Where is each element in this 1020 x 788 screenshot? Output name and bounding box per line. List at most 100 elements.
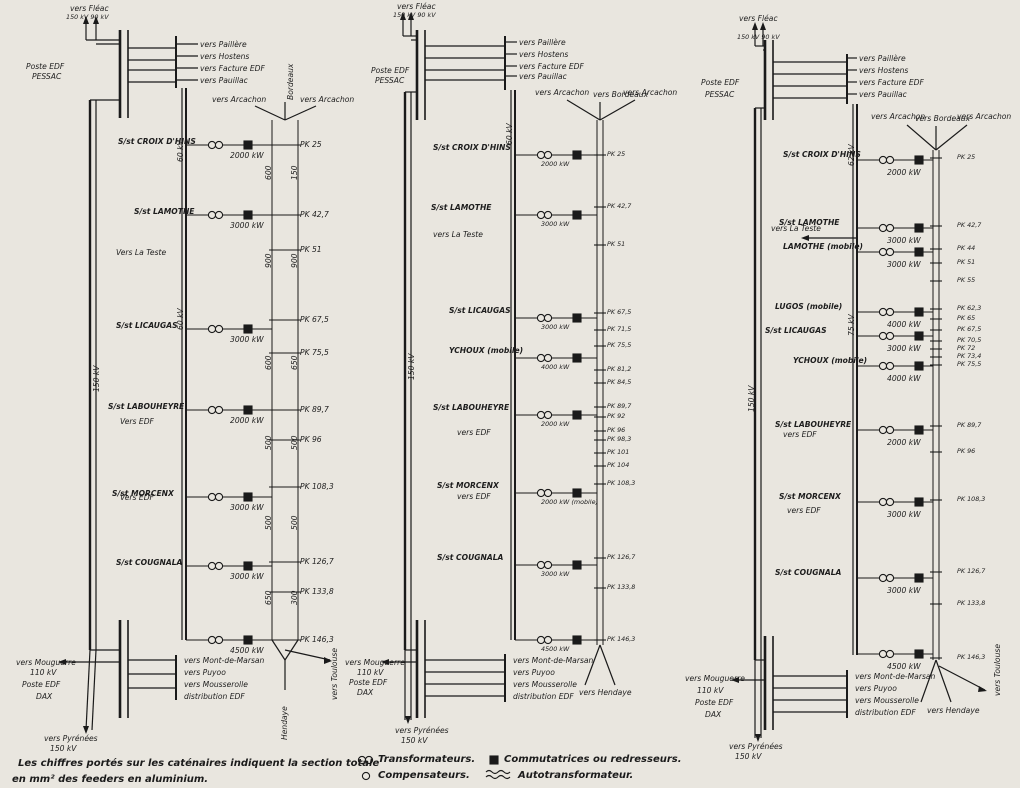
panel1-pk-label: PK 89,7 (300, 405, 329, 414)
panel3-station-name: S/st LABOUHEYRE (775, 420, 852, 429)
panel2-station-power: 3000 kW (541, 220, 570, 228)
vers-mont-label: vers Mont-de-Marsan (184, 656, 265, 665)
panel3-station-name: YCHOUX (mobile) (793, 356, 868, 365)
panel3-pk-label: PK 72 (957, 344, 976, 352)
panel3-station-name: S/st COUGNALA (775, 568, 842, 577)
panel3-station-9 (857, 649, 933, 659)
panel2-pk-label: PK 51 (607, 240, 626, 248)
panel3-station-2 (857, 247, 933, 257)
vers-pauillac-label: vers Pauillac (519, 72, 567, 81)
panel1-section-right: 500 (290, 435, 299, 451)
panel3-station-0 (857, 155, 933, 165)
panel1-station-power: 2000 kW (230, 416, 264, 425)
panel2-station-5 (515, 488, 597, 498)
vers-mouguerre-label: vers Mouguerre (685, 674, 745, 683)
panel3-station-4 (857, 331, 933, 341)
panel2-station-0 (515, 150, 597, 160)
panel1-station-6 (186, 635, 272, 645)
panel3-lines (731, 22, 987, 742)
vers-la-teste-label: vers La Teste (433, 230, 483, 239)
compensateurs-label: Compensateurs. (378, 770, 470, 781)
panel2-pk-label: PK 25 (607, 150, 626, 158)
panel1-station-name: S/st MORCENX (112, 489, 174, 498)
panel2-pk-label: PK 67,5 (607, 308, 632, 316)
panel-intermediate-layout: vers Fléac 150 kV 90 kV Poste EDF PESSAC… (345, 0, 677, 748)
panel1-section-left: 500 (264, 515, 273, 531)
panel2-pk-label: PK 89,7 (607, 402, 632, 410)
panel1-section-right: 150 (290, 165, 299, 181)
panel3-pk-label: PK 96 (957, 447, 976, 455)
panel1-station-power: 3000 kW (230, 221, 264, 230)
vers-puyoo-label: vers Puyoo (855, 684, 897, 693)
panel3-station-6 (857, 425, 933, 435)
panel1-section-left: 500 (264, 435, 273, 451)
kv150-pyrenees-label: 150 kV (50, 744, 77, 753)
panel3-pk-label: PK 108,3 (957, 495, 986, 503)
panel3-station-power: 4500 kW (887, 662, 921, 671)
panel2-pk-label: PK 108,3 (607, 479, 636, 487)
panel3-station-8 (857, 573, 933, 583)
vers-bordeaux-label: vers Bordeaux (593, 90, 649, 99)
vers-hendaye-label: vers Hendaye (927, 706, 980, 715)
panel3-pk-label: PK 55 (957, 276, 976, 284)
panel1-pk-label: PK 126,7 (300, 557, 334, 566)
panel3-station-power: 3000 kW (887, 260, 921, 269)
panel3-pk-label: PK 51 (957, 258, 976, 266)
panel2-station-7 (515, 635, 597, 645)
vers-mont-label: vers Mont-de-Marsan (513, 656, 594, 665)
panel1-pk-label: PK 96 (300, 435, 322, 444)
poste-pessac-label: Poste EDF (701, 78, 740, 87)
panel3-pk-label: PK 65 (957, 314, 976, 322)
vers-edf-labouheyre: vers EDF (457, 428, 491, 437)
panel1-station-2 (186, 324, 272, 334)
panel1-station-power: 3000 kW (230, 572, 264, 581)
panel2-station-power: 2000 kW (mobile) (541, 498, 599, 506)
kv110-label: 110 kV (357, 668, 384, 677)
panel2-station-power: 4000 kW (541, 363, 570, 371)
kv110-label: 110 kV (697, 686, 724, 695)
panel3-pk-label: PK 67,5 (957, 325, 982, 333)
vers-facture-label: vers Facture EDF (519, 62, 584, 71)
kv150-label: 150 kV (747, 385, 756, 412)
panel3-station-power: 2000 kW (887, 168, 921, 177)
panel1-station-name: S/st LICAUGAS (116, 321, 178, 330)
caption-line-1: Les chiffres portés sur les caténaires i… (18, 758, 380, 769)
panel1-station-power: 2000 kW (230, 151, 264, 160)
panel1-section-right: 900 (290, 253, 299, 269)
panel1-pk-label: PK 51 (300, 245, 322, 254)
kv-label: 150 kV 90 kV (393, 11, 436, 19)
panel2-station-power: 3000 kW (541, 570, 570, 578)
vers-edf-morcenx: vers EDF (787, 506, 821, 515)
panel1-section-right: 500 (290, 515, 299, 531)
panel2-pk-label: PK 42,7 (607, 202, 632, 210)
vers-arcachon-label: vers Arcachon (212, 95, 267, 104)
commutatrice-symbol-icon (489, 755, 499, 765)
distribution-edf-label: distribution EDF (184, 692, 245, 701)
panel1-station-power: 4500 kW (230, 646, 264, 655)
panel1-pk-label: PK 67,5 (300, 315, 329, 324)
vers-fleac-label: vers Fléac (70, 4, 109, 13)
panel3-pk-label: PK 62,3 (957, 304, 982, 312)
panel2-pk-label: PK 96 (607, 426, 626, 434)
panel2-pk-label: PK 71,5 (607, 325, 632, 333)
vers-arcachon-label-2: vers Arcachon (300, 95, 355, 104)
vers-hostens-label: vers Hostens (519, 50, 569, 59)
panel1-pk-label: PK 75,5 (300, 348, 329, 357)
transformateur-symbol-icon (364, 755, 374, 765)
distribution-edf-label: distribution EDF (855, 708, 916, 717)
vers-pauillac-label: vers Pauillac (200, 76, 248, 85)
panel3-station-power: 3000 kW (887, 510, 921, 519)
distribution-edf-label: distribution EDF (513, 692, 574, 701)
poste-pessac-label-2: PESSAC (705, 90, 735, 99)
panel3-pk-label: PK 44 (957, 244, 976, 252)
panel1-pk-label: PK 42,7 (300, 210, 329, 219)
panel1-station-power: 3000 kW (230, 335, 264, 344)
panel1-station-power: 3000 kW (230, 503, 264, 512)
panel2-station-name: S/st CROIX D'HINS (433, 143, 511, 152)
panel2-pk-label: PK 84,5 (607, 378, 632, 386)
panel2-station-name: S/st COUGNALA (437, 553, 504, 562)
panel1-section-right: 650 (290, 355, 299, 371)
panel1-station-0 (186, 140, 272, 150)
panel3-station-name: LAMOTHE (mobile) (783, 242, 863, 251)
panel1-station-name: S/st LAMOTHE (134, 207, 195, 216)
